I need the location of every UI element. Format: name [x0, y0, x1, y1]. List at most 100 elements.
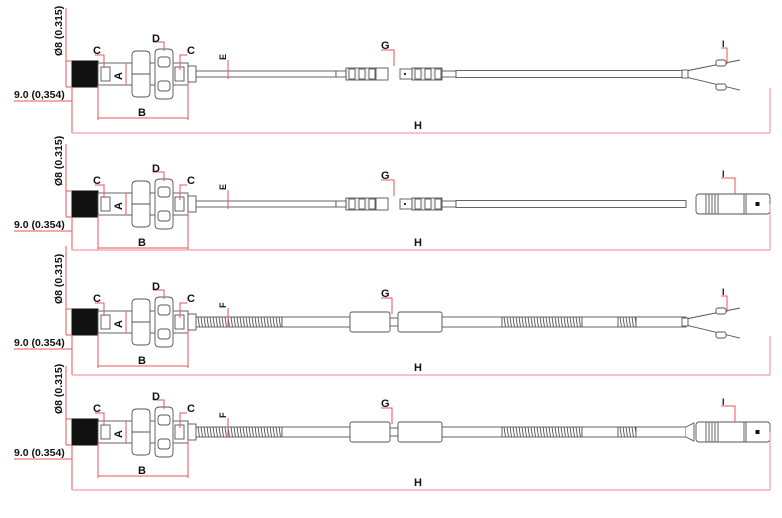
armour-ridge — [512, 316, 515, 328]
armour-ridge — [269, 316, 272, 328]
cable-2 — [455, 70, 687, 78]
label-cable: E — [218, 184, 228, 190]
armour-ridge — [545, 426, 548, 438]
armour-ridge — [257, 316, 260, 328]
lead-wire-2 — [685, 324, 741, 339]
armour-ridge — [272, 426, 275, 438]
armour-ridge — [619, 426, 622, 438]
armour-ridge — [548, 316, 551, 328]
connector-taper — [685, 422, 695, 442]
g-leader — [381, 297, 393, 314]
armour-ridge — [236, 316, 239, 328]
cable-jacket-3 — [581, 316, 619, 328]
label-i: I — [722, 169, 725, 179]
armour-ridge — [575, 426, 578, 438]
label-g: G — [381, 170, 390, 182]
label-c2: C — [187, 403, 195, 415]
connector-knurl — [368, 198, 376, 210]
armour-ridge — [551, 426, 554, 438]
armour-ridge — [563, 316, 566, 328]
thread-block — [71, 308, 99, 336]
armour-ridge — [548, 426, 551, 438]
armour-ridge — [557, 316, 560, 328]
nut-2-face-top — [157, 414, 171, 426]
label-c1: C — [93, 45, 101, 57]
lead-wire-2 — [685, 76, 741, 91]
armour-ridge — [560, 426, 563, 438]
label-c2: C — [187, 45, 195, 57]
armour-sleeve — [195, 316, 283, 328]
armour-ridge — [218, 426, 221, 438]
label-d: D — [152, 33, 160, 45]
armour-ridge — [536, 426, 539, 438]
cable-gland — [187, 65, 197, 83]
nut-2-face-bottom — [157, 438, 171, 450]
label-h: H — [414, 120, 422, 132]
armour-ridge — [215, 316, 218, 328]
label-d: D — [152, 281, 160, 293]
connector-knurl — [348, 68, 356, 80]
armour-ridge — [542, 316, 545, 328]
label-i: I — [722, 287, 725, 297]
nut-2-face-bottom — [157, 210, 171, 222]
cable-jacket-4 — [635, 316, 687, 328]
connector-male-tip — [375, 67, 389, 81]
label-a: A — [113, 202, 125, 210]
armour-ridge — [251, 426, 254, 438]
c1-leader — [95, 54, 105, 68]
hex-nut-2 — [154, 296, 174, 348]
armour-ridge — [569, 316, 572, 328]
hex-nut-2 — [154, 406, 174, 458]
armour-ridge — [278, 316, 281, 328]
armour-ridge — [506, 316, 509, 328]
armour-ridge — [518, 426, 521, 438]
armour-ridge — [524, 426, 527, 438]
armour-ridge — [263, 426, 266, 438]
cable — [195, 70, 337, 78]
armour-ridge — [275, 316, 278, 328]
nut-2-face-bottom — [157, 328, 171, 340]
armour-ridge — [218, 316, 221, 328]
armour-ridge — [530, 316, 533, 328]
armour-ridge — [527, 316, 530, 328]
cable-jacket-3 — [581, 426, 619, 438]
connector-male-tip — [375, 197, 389, 211]
armour-ridge — [263, 316, 266, 328]
label-h: H — [414, 362, 422, 374]
armour-ridge — [203, 316, 206, 328]
armour-ridge — [275, 426, 278, 438]
lead-split — [681, 317, 689, 327]
armour-ridge — [515, 426, 518, 438]
label-cable: F — [218, 302, 228, 308]
connector-knurl — [424, 68, 432, 80]
connector-knurl — [358, 198, 366, 210]
armour-ridge — [575, 316, 578, 328]
armour-ridge — [545, 316, 548, 328]
armour-ridge — [503, 316, 506, 328]
c2-leader — [179, 54, 187, 70]
d-leader — [153, 171, 165, 181]
armour-ridge — [530, 426, 533, 438]
nut-2-face-top — [157, 186, 171, 198]
d-leader — [153, 41, 165, 51]
armour-ridge — [524, 316, 527, 328]
ferrule-1 — [715, 307, 727, 315]
length-label: 9.0 (0.354) — [14, 337, 65, 349]
connector-knurl — [414, 68, 422, 80]
nut-2-face-bottom — [157, 80, 171, 92]
cable-jacket-2 — [441, 426, 503, 438]
armour-ridge — [628, 316, 631, 328]
lead-split — [681, 69, 689, 79]
label-b: B — [138, 107, 146, 119]
label-g: G — [381, 398, 390, 410]
d-leader — [153, 289, 165, 299]
i-leader — [721, 177, 736, 194]
c2-leader — [179, 302, 187, 318]
armour-ridge — [239, 316, 242, 328]
armour-ridge — [625, 426, 628, 438]
armour-ridge — [245, 316, 248, 328]
armour-ridge — [200, 316, 203, 328]
coupling-gap — [389, 317, 399, 327]
